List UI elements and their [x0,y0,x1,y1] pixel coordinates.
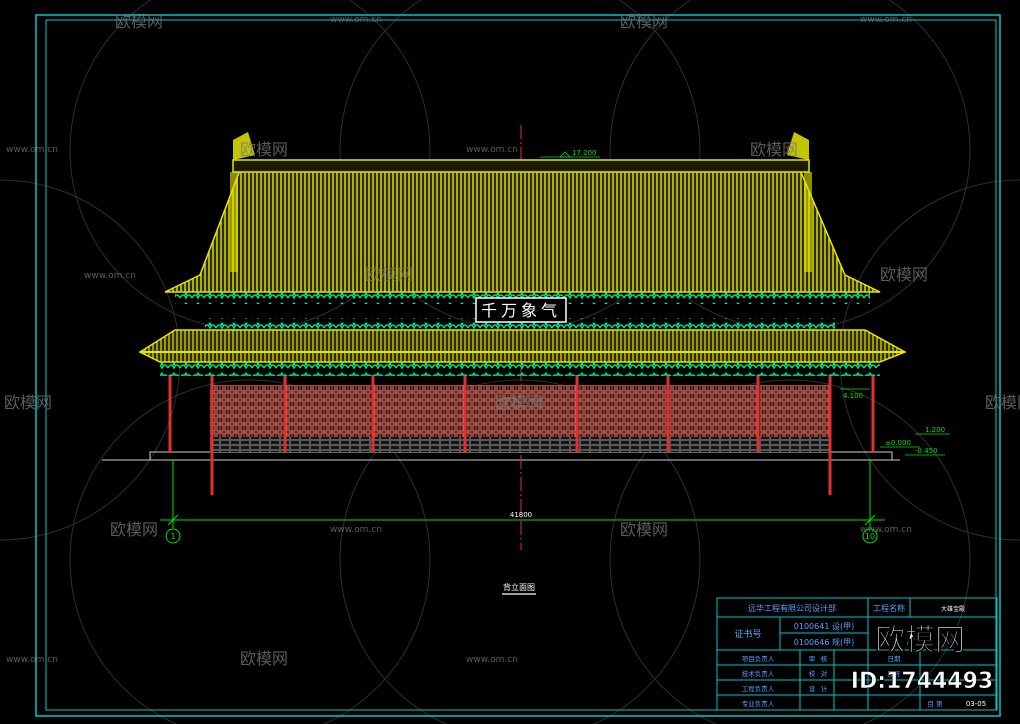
wm-site: www.om.cn [6,655,58,665]
lower-roof [138,318,907,376]
elev-base: ±0.000 [885,439,911,447]
tb-sign-1b: 核 [821,654,828,663]
lower-facade [168,375,875,495]
wm-site: www.om.cn [860,525,912,535]
wm-site: www.om.cn [84,271,136,281]
wm-brand: 欧模网 [4,393,52,412]
wm-brand: 欧模网 [620,520,668,539]
elevation-markers: 17.200 4.100 ±0.000 1.200 -0.450 [540,149,950,456]
tb-sign-3b: 计 [821,684,828,693]
plaque-text: 千万象气 [481,301,561,320]
wm-site: www.om.cn [330,15,382,25]
tb-project-value: 大雄宝殿 [941,605,965,613]
plaque: 千万象气 [475,297,567,323]
tb-sign-2b: 对 [821,669,828,678]
title-block [716,597,998,711]
wm-site: www.om.cn [466,145,518,155]
tb-sheet-value: 03-05 [966,700,986,708]
wm-brand: 欧模网 [240,649,288,668]
wm-brand: 欧模网 [985,393,1020,412]
tb-sign-2a: 校 [809,669,816,678]
elev-ground: -0.450 [915,447,938,455]
corner-brand: 欧模网 [875,623,965,658]
tb-role-3: 工程负责人 [742,684,775,693]
wm-site: www.om.cn [6,145,58,155]
wm-brand: 欧模网 [115,12,163,31]
upper-roof [164,132,881,304]
wm-site: www.om.cn [330,525,382,535]
tb-sheet-label: 目 第 [927,699,943,708]
elev-step: 1.200 [925,426,945,434]
tb-role-4: 专业负责人 [742,699,775,708]
wm-brand: 欧模网 [620,12,668,31]
wm-site: www.om.cn [466,655,518,665]
tb-role-1: 项目负责人 [742,654,775,663]
wm-brand: 欧模网 [495,393,543,412]
wm-brand: 欧模网 [880,265,928,284]
wm-brand: 欧模网 [750,140,798,159]
corner-id: ID:1744493 [851,669,993,694]
outer-frame [35,14,1001,717]
tb-cert-label: 证书号 [734,629,761,640]
tb-cert-1: 0100641 设(甲) [794,621,854,631]
dimension-line: 41800 1 10 [160,460,885,544]
elev-ridge: 17.200 [572,149,597,157]
tb-role-2: 技术负责人 [742,669,775,678]
elev-eave: 4.100 [843,392,863,400]
view-title: 背立面图 [503,582,535,592]
wm-site: www.om.cn [860,15,912,25]
tb-cert-2: 0100646 规(甲) [794,637,854,647]
wm-brand: 欧模网 [365,265,413,284]
dimension-value: 41800 [510,511,532,519]
inner-frame [45,19,997,711]
tb-sign-3a: 设 [809,684,816,693]
tb-project-label: 工程名称 [873,603,905,613]
watermark-brand: 欧模网 www.om.cn 欧模网 www.om.cn www.om.cn 欧模… [4,12,1020,668]
axis-label-right: 10 [865,532,875,541]
tb-date-label: 日期 [888,655,902,663]
tb-sign-1a: 审 [809,654,816,663]
wm-brand: 欧模网 [110,520,158,539]
tb-company: 远华工程有限公司设计部 [748,603,836,613]
axis-label-left: 1 [170,532,175,541]
tb-number-label: 图号 [888,670,902,678]
wm-brand: 欧模网 [240,140,288,159]
